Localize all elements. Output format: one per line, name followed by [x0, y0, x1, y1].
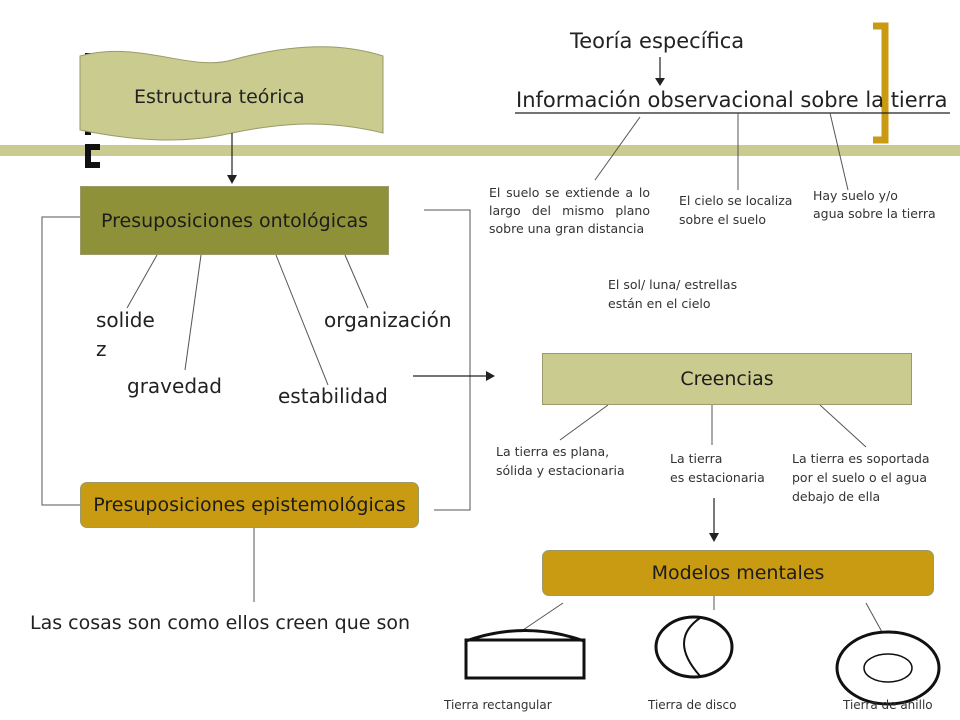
caption-rectangular: Tierra rectangular	[444, 698, 552, 712]
gravedad-label: gravedad	[127, 374, 222, 398]
teoria-especifica: Teoría específica	[570, 29, 745, 53]
belief-soportada-1: La tierra es soportada	[792, 451, 930, 466]
rectangular-earth-shape	[464, 629, 586, 680]
obs-suelo: El suelo se extiende a lo largo del mism…	[489, 185, 650, 236]
belief-plana-2: sólida y estacionaria	[496, 463, 625, 478]
organizacion-label: organización	[324, 308, 452, 332]
presuposiciones-ontologicas-label: Presuposiciones ontológicas	[100, 209, 368, 232]
creencias-box: Creencias	[542, 353, 912, 405]
belief-soportada-3: debajo de ella	[792, 489, 881, 504]
disc-earth-shape	[654, 615, 734, 679]
modelos-mentales-label: Modelos mentales	[651, 562, 825, 584]
belief-plana-1: La tierra es plana,	[496, 444, 610, 459]
obs-hay-suelo-1: Hay suelo y/o	[813, 188, 898, 203]
presuposiciones-ontologicas-box: Presuposiciones ontológicas	[80, 186, 389, 255]
right-bracket	[873, 22, 889, 144]
presuposiciones-epistemologicas-label: Presuposiciones epistemológicas	[93, 494, 406, 516]
belief-estacionaria-1: La tierra	[670, 451, 723, 466]
decorative-band	[0, 145, 960, 156]
obs-cielo-2: sobre el suelo	[679, 212, 767, 227]
estructura-teorica: Estructura teórica	[134, 86, 305, 108]
ring-earth-shape	[835, 630, 941, 706]
conclusion-text: Las cosas son como ellos creen que son	[30, 612, 411, 634]
solidez-line1: solide	[96, 308, 155, 332]
informacion-observacional: Información observacional sobre la tierr…	[516, 88, 948, 112]
arrow-head	[655, 78, 665, 86]
scroll-shape	[79, 46, 384, 141]
caption-disco: Tierra de disco	[648, 698, 737, 712]
creencias-label: Creencias	[680, 368, 774, 390]
caption-anillo: Tierra de anillo	[843, 698, 933, 712]
estabilidad-label: estabilidad	[278, 384, 388, 408]
modelos-mentales-box: Modelos mentales	[542, 550, 934, 596]
belief-estacionaria-2: es estacionaria	[670, 470, 765, 485]
obs-sol-1: El sol/ luna/ estrellas	[608, 277, 738, 292]
belief-soportada-2: por el suelo o el agua	[792, 470, 927, 485]
obs-hay-suelo-2: agua sobre la tierra	[813, 206, 936, 221]
solidez-line2: z	[96, 337, 107, 361]
obs-sol-2: están en el cielo	[608, 296, 711, 311]
obs-cielo-1: El cielo se localiza	[679, 193, 793, 208]
presuposiciones-epistemologicas-box: Presuposiciones epistemológicas	[80, 482, 419, 528]
